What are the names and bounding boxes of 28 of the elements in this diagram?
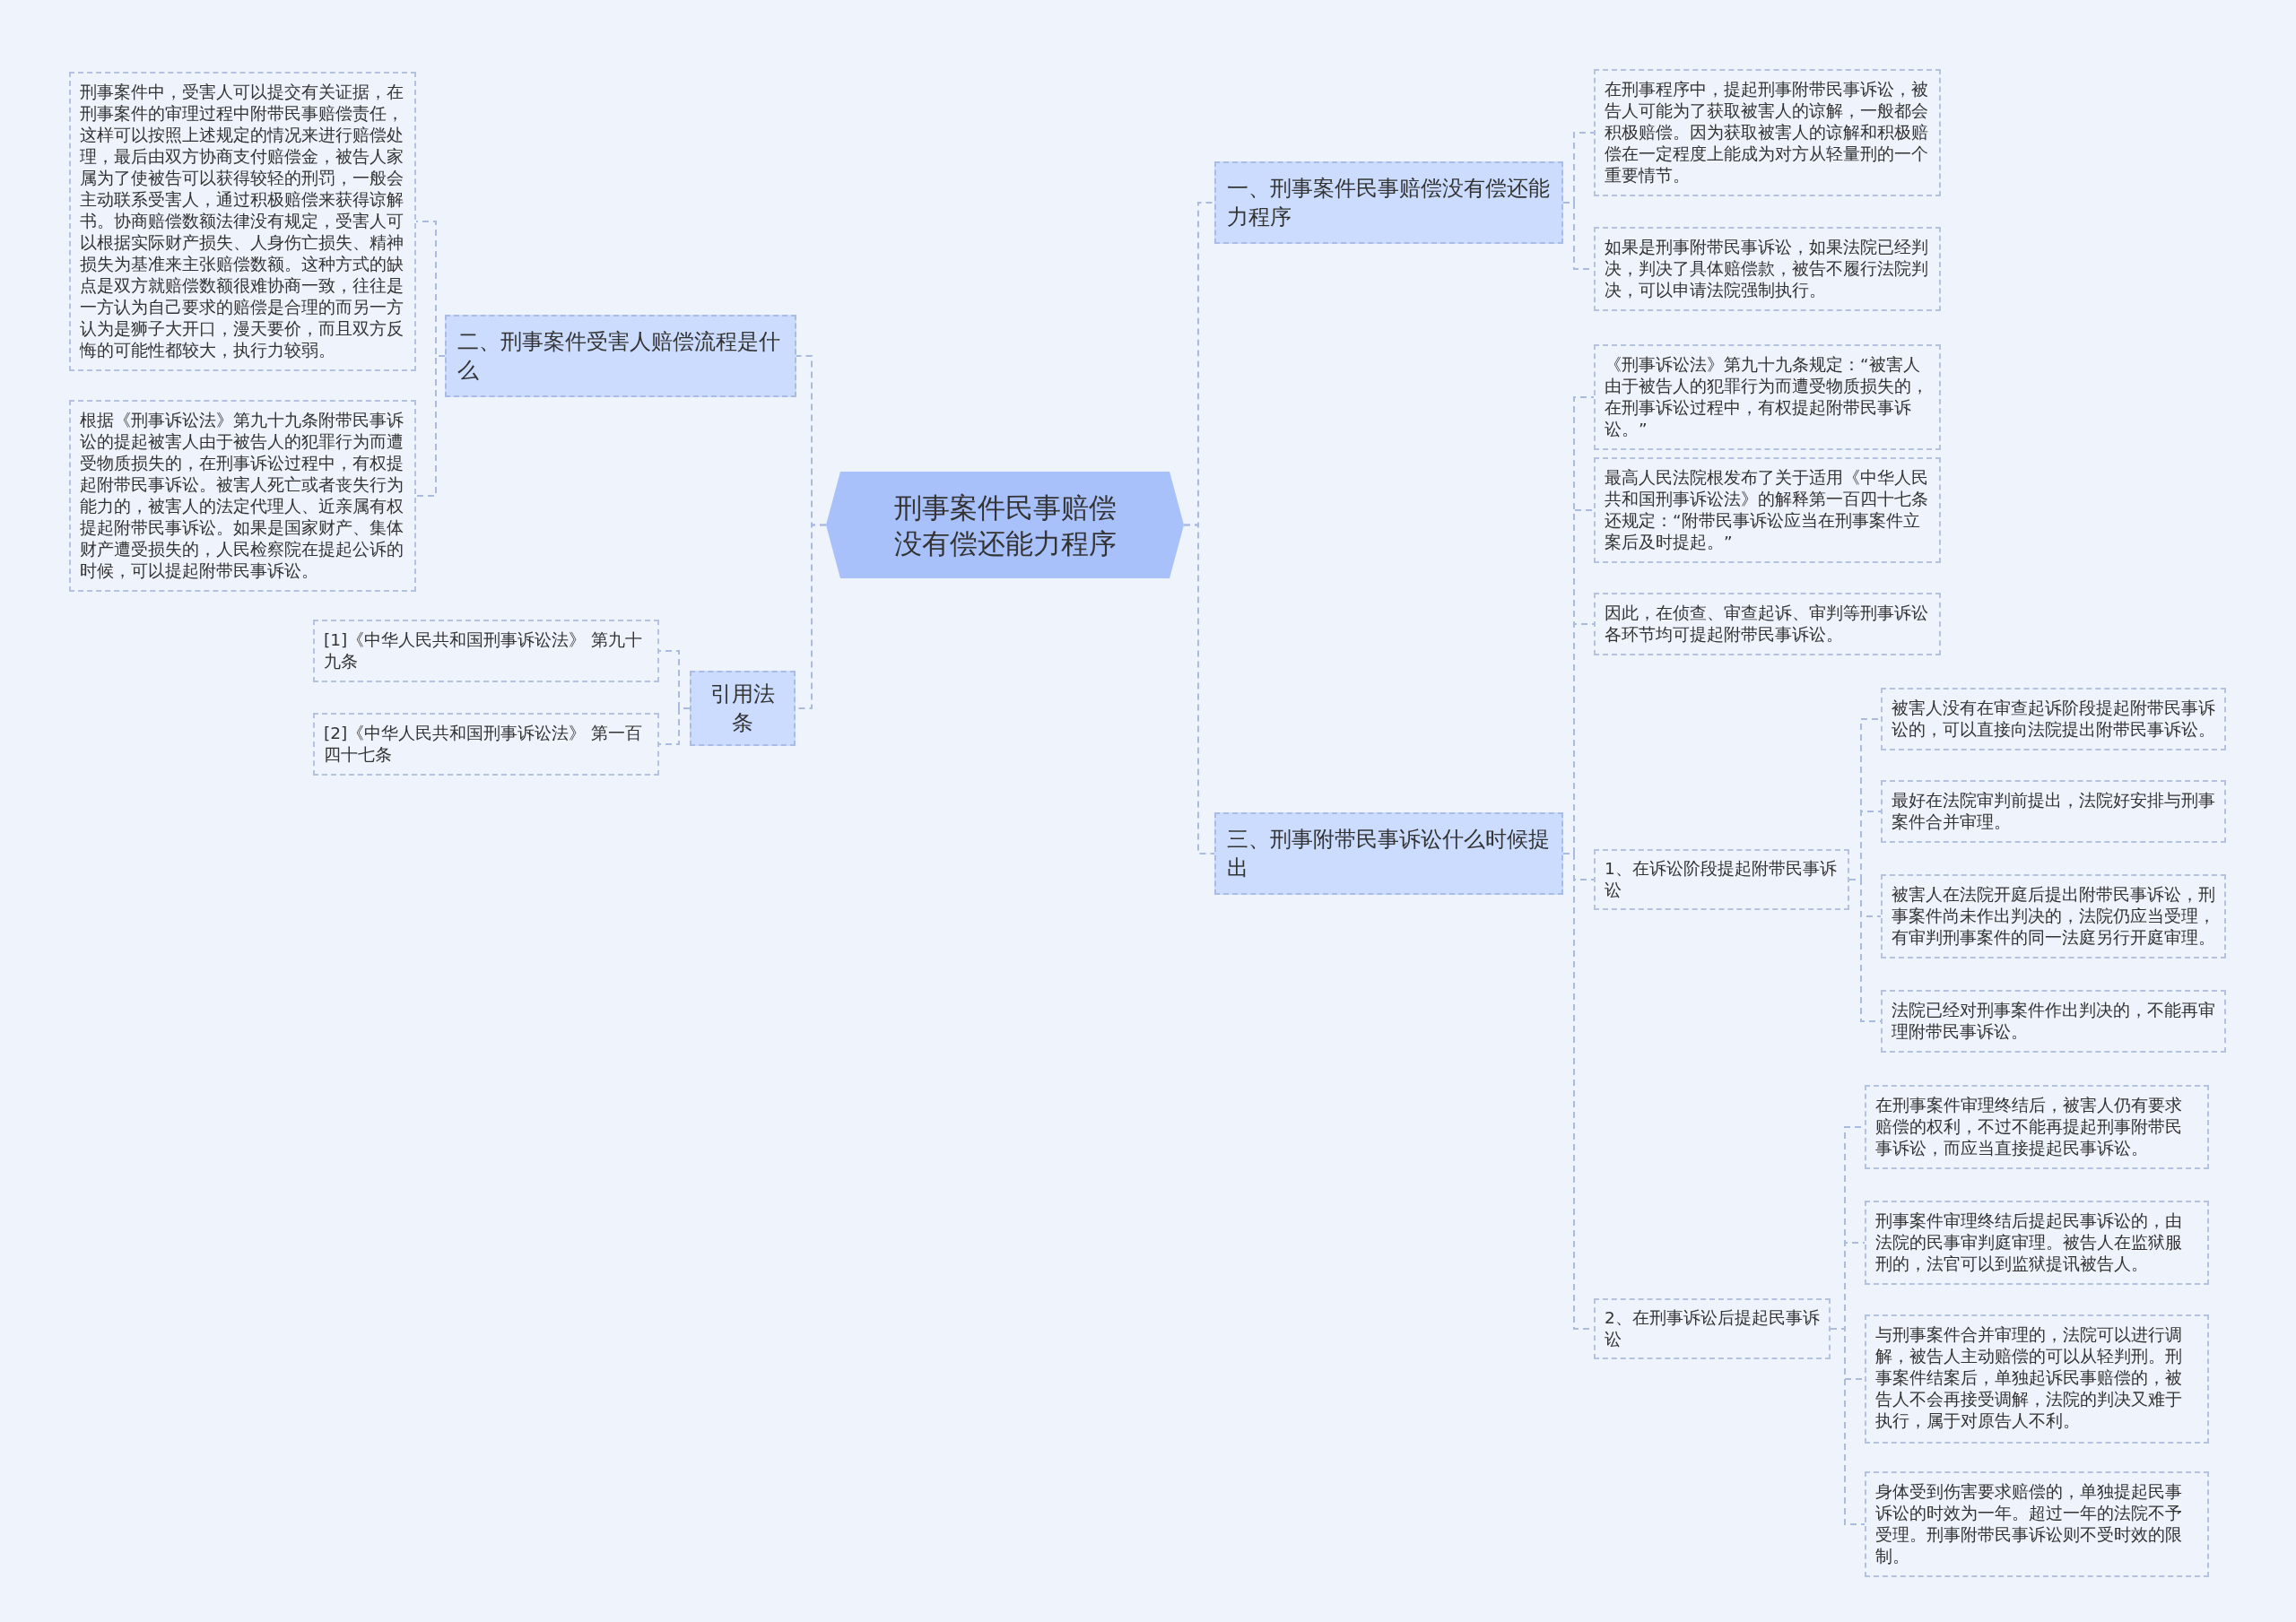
subtopic-box: 2、在刑事诉讼后提起民事诉讼 bbox=[1594, 1298, 1831, 1359]
note-box: 最好在法院审判前提出，法院好安排与刑事案件合并审理。 bbox=[1881, 780, 2226, 843]
subtopic-box: 1、在诉讼阶段提起附带民事诉讼 bbox=[1594, 849, 1849, 910]
topic-box: 引用法条 bbox=[690, 671, 796, 746]
note-box: 法院已经对刑事案件作出判决的，不能再审理附带民事诉讼。 bbox=[1881, 990, 2226, 1053]
note-box: 被害人在法院开庭后提出附带民事诉讼，刑事案件尚未作出判决的，法院仍应当受理，有审判刑事案件的同一法庭另行开庭审理。 bbox=[1881, 874, 2226, 958]
note-box: 在刑事案件审理终结后，被害人仍有要求赔偿的权利，不过不能再提起刑事附带民事诉讼，而应当直接提起民事诉讼。 bbox=[1865, 1085, 2209, 1169]
note-box: 如果是刑事附带民事诉讼，如果法院已经判决，判决了具体赔偿款，被告不履行法院判决，可以申请法院强制执行。 bbox=[1594, 227, 1941, 311]
note-box: 因此，在侦查、审查起诉、审判等刑事诉讼各环节均可提起附带民事诉讼。 bbox=[1594, 593, 1941, 655]
connector-line bbox=[1830, 1328, 1866, 1525]
central-topic-hexagon: 刑事案件民事赔偿没有偿还能力程序 bbox=[826, 472, 1184, 578]
note-box: 《刑事诉讼法》第九十九条规定：“被害人由于被告人的犯罪行为而遭受物质损失的，在刑事诉讼过程中，有权提起附带民事诉讼。” bbox=[1594, 344, 1941, 450]
topic-box: 一、刑事案件民事赔偿没有偿还能力程序 bbox=[1214, 161, 1563, 244]
topic-box: 二、刑事案件受害人赔偿流程是什么 bbox=[445, 315, 796, 397]
connector-line bbox=[1183, 524, 1215, 854]
note-box: [1]《中华人民共和国刑事诉讼法》 第九十九条 bbox=[313, 620, 659, 682]
note-box: 刑事案件审理终结后提起民事诉讼的，由法院的民事审判庭审理。被告人在监狱服刑的，法官可以到监狱提讯被告人。 bbox=[1865, 1201, 2209, 1285]
note-box: 在刑事程序中，提起刑事附带民事诉讼，被告人可能为了获取被害人的谅解，一般都会积极赔偿。因为获取被害人的谅解和积极赔偿在一定程度上能成为对方从轻量刑的一个重要情节。 bbox=[1594, 69, 1941, 196]
note-box: 身体受到伤害要求赔偿的，单独提起民事诉讼的时效为一年。超过一年的法院不予受理。刑事附带民事诉讼则不受时效的限制。 bbox=[1865, 1471, 2209, 1577]
note-box: [2]《中华人民共和国刑事诉讼法》 第一百四十七条 bbox=[313, 713, 659, 776]
topic-box: 三、刑事附带民事诉讼什么时候提出 bbox=[1214, 812, 1563, 895]
note-box: 最高人民法院根发布了关于适用《中华人民共和国刑事诉讼法》的解释第一百四十七条还规定：“附带民事诉讼应当在刑事案件立案后及时提起。” bbox=[1594, 457, 1941, 563]
note-box: 根据《刑事诉讼法》第九十九条附带民事诉讼的提起被害人由于被告人的犯罪行为而遭受物质损失的，在刑事诉讼过程中，有权提起附带民事诉讼。被害人死亡或者丧失行为能力的，被害人的法定代理人、近亲属有权提起附带民事诉讼。如果是国家财产、集体财产遭受损失的，人民检察院在提起公诉的时候，可以提起附带民事诉讼。 bbox=[69, 400, 416, 592]
connector-line bbox=[658, 707, 691, 745]
note-box: 被害人没有在审查起诉阶段提起附带民事诉讼的，可以直接向法院提出附带民事诉讼。 bbox=[1881, 688, 2226, 750]
note-box: 刑事案件中，受害人可以提交有关证据，在刑事案件的审理过程中附带民事赔偿责任，这样可以按照上述规定的情况来进行赔偿处理，最后由双方协商支付赔偿金，被告人家属为了使被告可以获得较轻的刑罚，一般会主动联系受害人，通过积极赔偿来获得谅解书。协商赔偿数额法律没有规定，受害人可以根据实际财产损失、人身伤亡损失、精神损失为基准来主张赔偿数额。这种方式的缺点是双方就赔偿数额很难协商一致，往往是一方认为自己要求的赔偿是合理的而另一方认为是狮子大开口，漫天要价，而且双方反悔的可能性都较大，执行力较弱。 bbox=[69, 72, 416, 371]
connector-line bbox=[415, 355, 446, 497]
note-box: 与刑事案件合并审理的，法院可以进行调解，被告人主动赔偿的可以从轻判刑。刑事案件结案后，单独起诉民事赔偿的，被告人不会再接受调解，法院的判决又难于执行，属于对原告人不利。 bbox=[1865, 1314, 2209, 1444]
